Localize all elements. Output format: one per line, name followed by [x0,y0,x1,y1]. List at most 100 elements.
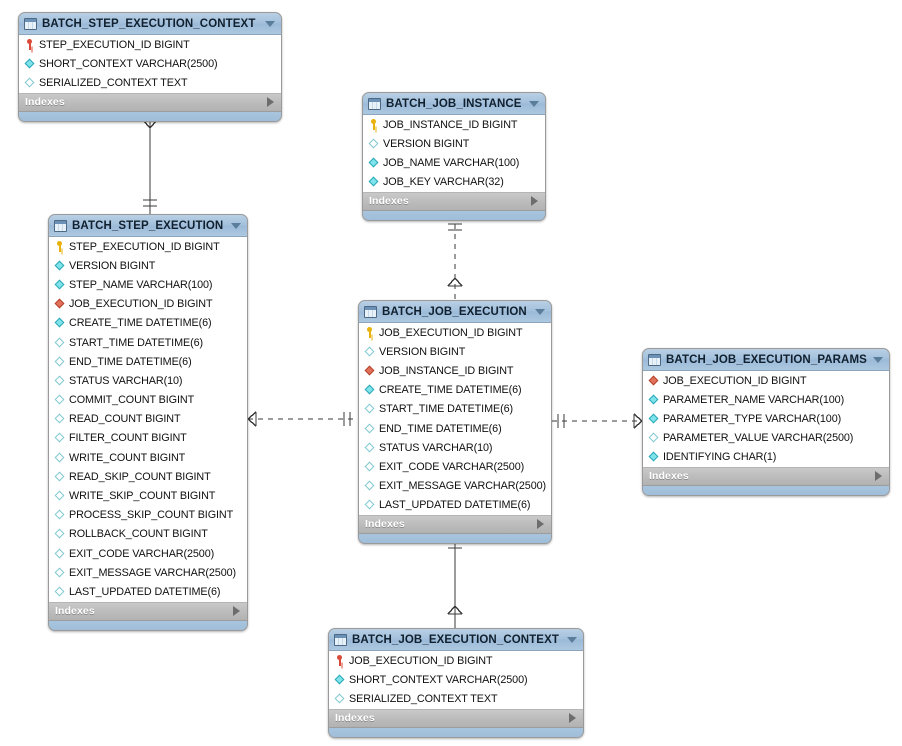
column-row[interactable]: STATUS VARCHAR(10) [49,371,247,390]
column-row[interactable]: WRITE_SKIP_COUNT BIGINT [49,486,247,505]
column-row[interactable]: JOB_NAME VARCHAR(100) [363,153,545,172]
column-row[interactable]: ROLLBACK_COUNT BIGINT [49,525,247,544]
table-header[interactable]: BATCH_STEP_EXECUTION_CONTEXT [19,13,281,35]
column-row[interactable]: EXIT_CODE VARCHAR(2500) [359,457,551,476]
column-row[interactable]: PARAMETER_NAME VARCHAR(100) [643,390,889,409]
column-row[interactable]: READ_SKIP_COUNT BIGINT [49,467,247,486]
nullable-column-icon [364,499,375,512]
table-header[interactable]: BATCH_JOB_INSTANCE [363,93,545,115]
chevron-down-icon[interactable] [231,222,241,229]
not-null-column-icon [54,259,65,272]
not-null-column-icon [54,317,65,330]
column-row[interactable]: SHORT_CONTEXT VARCHAR(2500) [329,670,583,689]
column-row[interactable]: VERSION BIGINT [363,134,545,153]
indexes-section[interactable]: Indexes [363,192,545,211]
table-footer [19,111,281,121]
table-icon [364,305,377,318]
table-header[interactable]: BATCH_JOB_EXECUTION_PARAMS [643,349,889,371]
nullable-column-icon [24,76,35,89]
column-label: SERIALIZED_CONTEXT TEXT [39,76,188,89]
column-row[interactable]: PROCESS_SKIP_COUNT BIGINT [49,506,247,525]
table-name-label: BATCH_JOB_EXECUTION [382,305,527,318]
column-row[interactable]: STEP_EXECUTION_ID BIGINT [49,237,247,256]
column-row[interactable]: LAST_UPDATED DATETIME(6) [49,582,247,601]
indexes-section[interactable]: Indexes [359,515,551,534]
column-row[interactable]: CREATE_TIME DATETIME(6) [359,381,551,400]
indexes-section[interactable]: Indexes [329,709,583,728]
column-row[interactable]: STATUS VARCHAR(10) [359,438,551,457]
table-header[interactable]: BATCH_JOB_EXECUTION [359,301,551,323]
column-row[interactable]: JOB_EXECUTION_ID BIGINT [329,651,583,670]
primary-key-icon [364,326,375,339]
chevron-down-icon[interactable] [529,100,539,107]
column-row[interactable]: VERSION BIGINT [359,342,551,361]
nullable-column-icon [364,441,375,454]
column-label: READ_COUNT BIGINT [69,413,181,426]
table-header[interactable]: BATCH_STEP_EXECUTION [49,215,247,237]
column-row[interactable]: CREATE_TIME DATETIME(6) [49,314,247,333]
table-header[interactable]: BATCH_JOB_EXECUTION_CONTEXT [329,629,583,651]
column-row[interactable]: SERIALIZED_CONTEXT TEXT [19,73,281,92]
nullable-column-icon [54,451,65,464]
column-row[interactable]: START_TIME DATETIME(6) [49,333,247,352]
column-label: SHORT_CONTEXT VARCHAR(2500) [349,673,528,686]
not-null-column-icon [648,451,659,464]
column-row[interactable]: LAST_UPDATED DATETIME(6) [359,496,551,515]
caret-right-icon[interactable] [875,471,882,482]
not-null-column-icon [368,176,379,189]
column-row[interactable]: VERSION BIGINT [49,256,247,275]
column-row[interactable]: FILTER_COUNT BIGINT [49,429,247,448]
column-row[interactable]: STEP_EXECUTION_ID BIGINT [19,35,281,54]
table-batch-job-execution[interactable]: BATCH_JOB_EXECUTION JOB_EXECUTION_ID BIGI… [358,300,552,544]
column-row[interactable]: READ_COUNT BIGINT [49,410,247,429]
column-row[interactable]: JOB_INSTANCE_ID BIGINT [363,115,545,134]
chevron-down-icon[interactable] [873,356,883,363]
column-row[interactable]: JOB_KEY VARCHAR(32) [363,173,545,192]
caret-right-icon[interactable] [569,713,576,724]
column-row[interactable]: STEP_NAME VARCHAR(100) [49,275,247,294]
column-row[interactable]: EXIT_MESSAGE VARCHAR(2500) [359,477,551,496]
column-label: STEP_NAME VARCHAR(100) [69,278,213,291]
column-row[interactable]: END_TIME DATETIME(6) [359,419,551,438]
nullable-column-icon [54,432,65,445]
caret-right-icon[interactable] [233,606,240,617]
column-label: JOB_EXECUTION_ID BIGINT [69,298,213,311]
chevron-down-icon[interactable] [265,20,275,27]
column-row[interactable]: PARAMETER_TYPE VARCHAR(100) [643,409,889,428]
column-row[interactable]: JOB_EXECUTION_ID BIGINT [49,295,247,314]
indexes-label: Indexes [365,518,405,531]
indexes-section[interactable]: Indexes [643,467,889,486]
indexes-section[interactable]: Indexes [19,93,281,112]
caret-right-icon[interactable] [267,97,274,108]
column-row[interactable]: EXIT_MESSAGE VARCHAR(2500) [49,563,247,582]
column-row[interactable]: WRITE_COUNT BIGINT [49,448,247,467]
table-footer [359,533,551,543]
column-row[interactable]: PARAMETER_VALUE VARCHAR(2500) [643,429,889,448]
chevron-down-icon[interactable] [535,308,545,315]
column-row[interactable]: IDENTIFYING CHAR(1) [643,448,889,467]
column-row[interactable]: JOB_EXECUTION_ID BIGINT [359,323,551,342]
column-row[interactable]: SHORT_CONTEXT VARCHAR(2500) [19,54,281,73]
caret-right-icon[interactable] [537,519,544,530]
column-row[interactable]: SERIALIZED_CONTEXT TEXT [329,689,583,708]
column-row[interactable]: END_TIME DATETIME(6) [49,352,247,371]
column-label: JOB_EXECUTION_ID BIGINT [379,326,523,339]
primary-key-icon [368,118,379,131]
column-row[interactable]: START_TIME DATETIME(6) [359,400,551,419]
column-row[interactable]: JOB_EXECUTION_ID BIGINT [643,371,889,390]
nullable-column-icon [54,413,65,426]
nullable-column-icon [364,403,375,416]
column-row[interactable]: EXIT_CODE VARCHAR(2500) [49,544,247,563]
indexes-section[interactable]: Indexes [49,602,247,621]
column-row[interactable]: JOB_INSTANCE_ID BIGINT [359,361,551,380]
chevron-down-icon[interactable] [567,636,577,643]
column-row[interactable]: COMMIT_COUNT BIGINT [49,391,247,410]
caret-right-icon[interactable] [531,196,538,207]
column-label: EXIT_MESSAGE VARCHAR(2500) [69,566,237,579]
